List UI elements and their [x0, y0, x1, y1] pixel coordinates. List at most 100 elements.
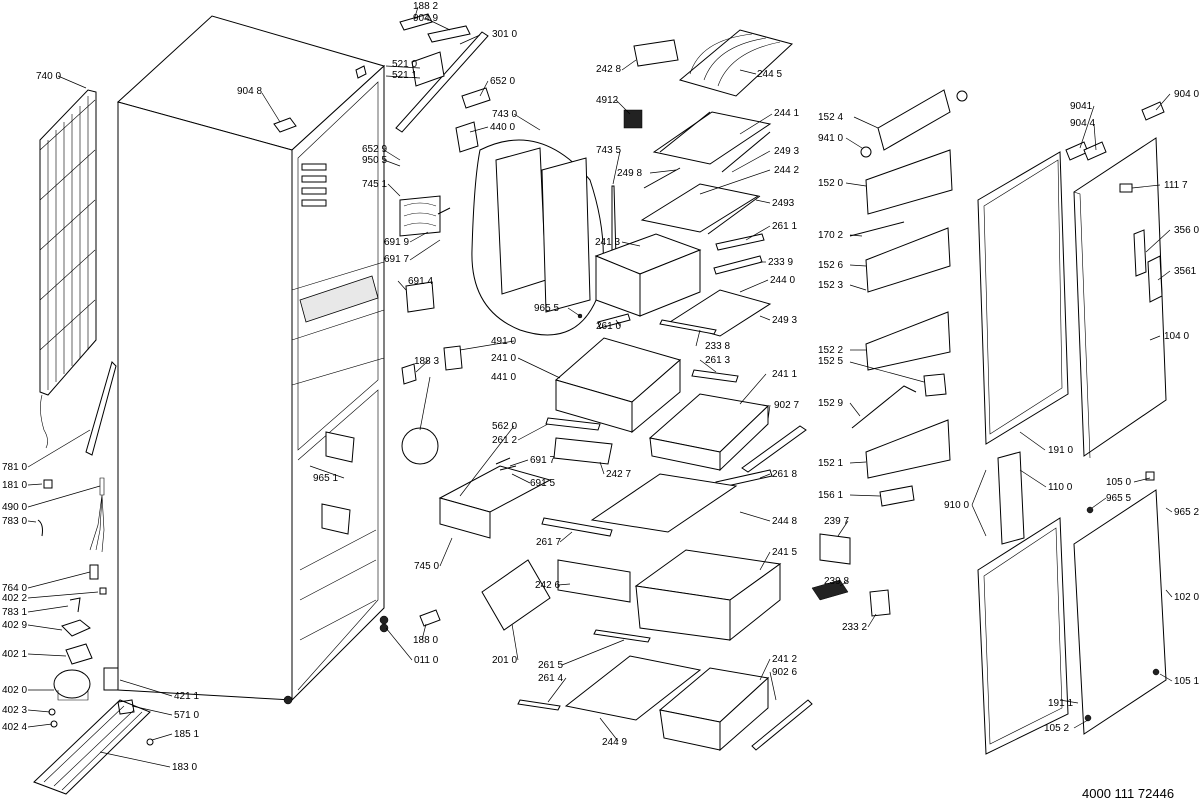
- part-label: 402 2: [2, 593, 28, 604]
- cabinet-body-part: [116, 15, 389, 705]
- shelf-trim-part: [721, 131, 771, 173]
- part-label: 261 5: [538, 660, 564, 671]
- part-label: 152 2: [818, 345, 844, 356]
- part-label: 301 0: [492, 29, 518, 40]
- part-label: 244 2: [774, 165, 800, 176]
- part-label: 745 1: [362, 179, 388, 190]
- crisper-drawer-part: [594, 233, 702, 317]
- filter-drier-part: [89, 564, 99, 580]
- part-label: 965 5: [1106, 493, 1132, 504]
- part-label: 152 9: [818, 398, 844, 409]
- shelf-trim-part: [707, 195, 761, 235]
- part-label: 745 0: [414, 561, 440, 572]
- drain-tube-part: [85, 361, 117, 456]
- part-label: 9041: [1070, 101, 1093, 112]
- wire-bar-part: [851, 385, 917, 429]
- drawer-front-part: [557, 559, 631, 603]
- part-label: 105 1: [1174, 676, 1200, 687]
- part-label: 562 0: [492, 421, 518, 432]
- part-label: 652 9: [362, 144, 388, 155]
- part-label: 4912: [596, 95, 619, 106]
- ice-tray-part: [553, 437, 613, 465]
- heater-part: [399, 195, 441, 237]
- ice-tray-part: [811, 579, 849, 601]
- wire-part: [437, 207, 451, 215]
- part-label: 152 3: [818, 280, 844, 291]
- cable-harness-part: [89, 477, 105, 553]
- part-label: 105 2: [1044, 723, 1070, 734]
- part-label: 402 3: [2, 705, 28, 716]
- freezer-door-part: [1073, 489, 1167, 735]
- part-label: 904 0: [1174, 89, 1200, 100]
- part-label: 440 0: [490, 122, 516, 133]
- compressor-part: [53, 669, 91, 701]
- part-label: 904 8: [237, 86, 263, 97]
- shelf-trim-part: [643, 167, 681, 189]
- rail-part: [541, 517, 613, 537]
- door-gasket-part: [977, 151, 1069, 445]
- hinge-cover-part: [1083, 141, 1107, 161]
- part-label: 233 2: [842, 622, 868, 633]
- display-part: [1133, 229, 1147, 277]
- freezer-drawer-part: [648, 393, 770, 472]
- part-label: 111 7: [1164, 180, 1188, 191]
- part-label: 244 8: [772, 516, 798, 527]
- part-label: 261 0: [596, 321, 622, 332]
- document-reference: 4000 111 72446: [1082, 786, 1175, 801]
- rail-part: [713, 255, 763, 275]
- rail-part: [593, 629, 651, 643]
- freezer-drawer-part: [634, 549, 782, 642]
- part-label: 941 0: [818, 133, 844, 144]
- control-panel-part: [395, 31, 489, 133]
- part-label: 261 2: [492, 435, 518, 446]
- part-label: 249 3: [774, 146, 800, 157]
- part-label: 783 0: [2, 516, 28, 527]
- rail-part: [517, 699, 561, 711]
- relay-cover-part: [61, 619, 91, 637]
- top-hinge-part: [399, 13, 433, 31]
- glass-shelf-part: [590, 473, 738, 533]
- fan-motor-part: [401, 427, 439, 465]
- part-label: 904 9: [413, 13, 439, 24]
- badge-part: [1119, 183, 1133, 193]
- part-label: 743 0: [492, 109, 518, 120]
- part-label: 242 8: [596, 64, 622, 75]
- vent-grill-part: [405, 281, 435, 313]
- flap-part: [741, 425, 807, 473]
- door-handle-part: [997, 451, 1025, 545]
- grommet-part: [99, 587, 107, 595]
- part-label: 188 0: [413, 635, 439, 646]
- part-label: 185 1: [174, 729, 200, 740]
- fridge-door-part: [1073, 137, 1167, 459]
- lamp-cover-part: [443, 345, 463, 371]
- part-label: 783 1: [2, 607, 28, 618]
- screw-part: [1145, 471, 1155, 481]
- bracket-part: [481, 559, 551, 631]
- part-label: 965 1: [313, 473, 339, 484]
- base-plate-part: [33, 699, 151, 795]
- small-plug-part: [43, 479, 53, 489]
- fan-part: [455, 121, 479, 153]
- part-label: 902 6: [772, 667, 798, 678]
- part-label: 244 1: [774, 108, 800, 119]
- tube-bend-part: [69, 597, 81, 613]
- hinge-cover-part: [273, 117, 297, 133]
- lamp-part: [461, 87, 491, 109]
- part-label: 152 1: [818, 458, 844, 469]
- part-label: 356 0: [1174, 225, 1200, 236]
- part-label: 402 1: [2, 649, 28, 660]
- part-label: 402 9: [2, 620, 28, 631]
- part-label: 261 7: [536, 537, 562, 548]
- wire-part: [499, 465, 517, 471]
- hinge-cover-top-part: [427, 25, 471, 43]
- part-label: 904 4: [1070, 118, 1096, 129]
- part-label: 950 5: [362, 155, 388, 166]
- part-label: 241 2: [772, 654, 798, 665]
- hinge-cover-part: [1141, 101, 1165, 121]
- part-label: 201 0: [492, 655, 518, 666]
- part-label: 261 1: [772, 221, 798, 232]
- condenser-part: [39, 89, 97, 449]
- part-label: 491 0: [491, 336, 517, 347]
- part-label: 181 0: [2, 480, 28, 491]
